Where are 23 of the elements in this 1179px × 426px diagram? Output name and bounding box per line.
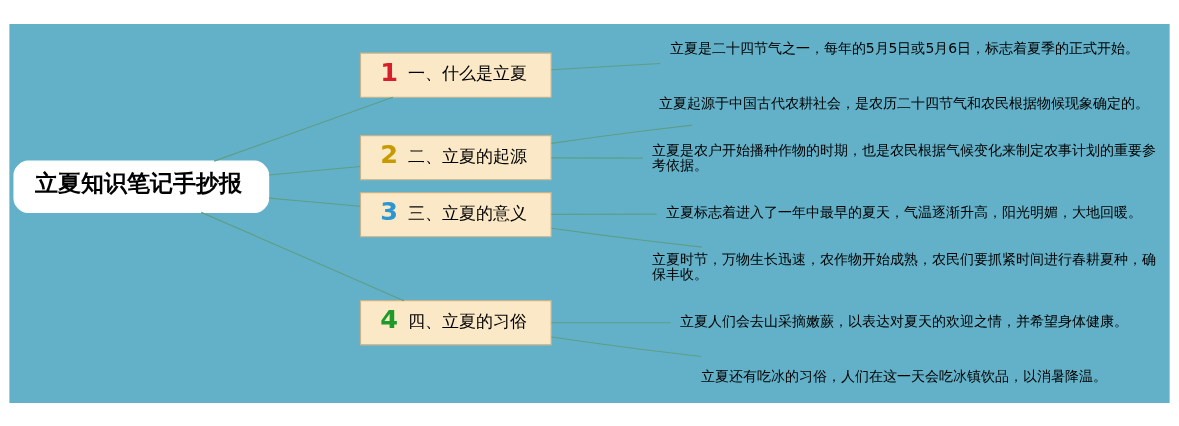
node-text: 立夏是农户开始播种作物的时期，也是农民根据气候变化来制定农事计划的重要参考依据。	[652, 141, 1157, 173]
connector	[550, 213, 658, 215]
connector	[550, 124, 693, 144]
node-text: 立夏还有吃冰的习俗，人们在这一天会吃冰镇饮品，以消暑降温。	[701, 367, 1108, 384]
connector	[200, 211, 405, 301]
node-text: 立夏标志着进入了一年中最早的夏天，气温逐渐升高，阳光明媚，大地回暖。	[666, 203, 1143, 220]
connector	[213, 96, 394, 162]
node-box: 2 二、立夏的起源	[359, 134, 552, 180]
node-box: 1 一、什么是立夏	[359, 52, 552, 98]
node-box: 立夏知识笔记手抄报	[13, 160, 270, 213]
node-text: 立夏时节，万物生长迅速，农作物开始成熟，农民们要抓紧时间进行春耕夏种，确保丰收。	[652, 250, 1157, 282]
node-box: 4 四、立夏的习俗	[359, 299, 552, 345]
node-text: 立夏是二十四节气之一，每年的5月5日或5月6日，标志着夏季的正式开始。	[669, 39, 1140, 56]
connector	[268, 165, 361, 176]
connector	[550, 156, 644, 159]
connector	[550, 227, 703, 248]
node-text: 立夏人们会去山采摘嫩蕨，以表达对夏天的欢迎之情，并希望身体健康。	[680, 312, 1129, 329]
connector	[550, 321, 672, 323]
connector	[550, 62, 661, 70]
connector	[268, 197, 361, 207]
node-text: 立夏起源于中国古代农耕社会，是农历二十四节气和农民根据物候现象确定的。	[659, 94, 1150, 111]
connector	[550, 335, 702, 357]
node-box: 3 三、立夏的意义	[359, 191, 552, 237]
